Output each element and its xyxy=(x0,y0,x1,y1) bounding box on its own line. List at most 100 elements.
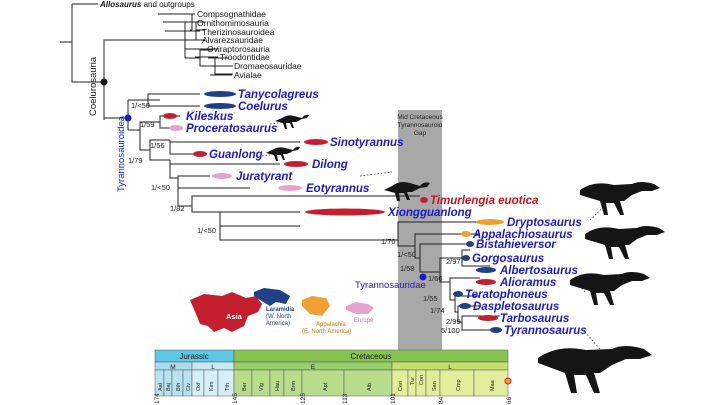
support-n8: 1/70 xyxy=(381,237,396,246)
gap-label-line2: Tyrannosauroid xyxy=(398,122,443,129)
svg-text:101: 101 xyxy=(390,393,397,404)
svg-text:145: 145 xyxy=(232,393,239,404)
appalachia-label-2: (E. North America) xyxy=(302,329,351,335)
timescale: Jurassic Cretaceous M L E L xyxy=(154,349,513,404)
range-bar-guanlong xyxy=(193,151,207,157)
svg-text:San: San xyxy=(432,381,438,391)
range-bar-teratophoneus xyxy=(453,291,463,297)
silhouette-small-3 xyxy=(384,182,430,201)
taxon-tyrannosaurus: Tyrannosaurus xyxy=(504,325,587,337)
svg-text:Ber: Ber xyxy=(242,382,248,391)
outgroup-label-8: Avialae xyxy=(234,70,262,80)
taxon-tarbosaurus: Tarbosaurus xyxy=(500,313,569,325)
support-n15: 2/99 xyxy=(446,317,461,326)
taxon-guanlong: Guanlong xyxy=(209,149,263,161)
svg-text:174: 174 xyxy=(154,393,161,404)
stages-row xyxy=(154,369,509,397)
range-bar-eotyrannus xyxy=(278,185,302,191)
svg-text:Alb: Alb xyxy=(367,383,373,391)
outgroup-label-2: Ornithomimosauria xyxy=(197,18,269,28)
silhouette-large-1 xyxy=(580,182,660,215)
taxon-tanycolagreus: Tanycolagreus xyxy=(238,89,319,101)
taxon-coelurus: Coelurus xyxy=(238,101,288,113)
support-n16: 5/100 xyxy=(441,326,460,335)
range-bar-dryptosaurus xyxy=(476,219,504,225)
support-n12: 1/66 xyxy=(428,274,443,283)
support-n4: 1/79 xyxy=(128,156,143,165)
taxon-dryptosaurus: Dryptosaurus xyxy=(507,217,582,229)
tyrannosauridae-node xyxy=(419,273,427,281)
epoch-l-label: L xyxy=(211,364,215,371)
range-bar-juratyrant xyxy=(212,173,232,179)
outgroup-label-3: Therizinosauroidea xyxy=(202,27,275,37)
taxon-bistahieversor: Bistahieversor xyxy=(476,239,556,251)
svg-text:Kim: Kim xyxy=(209,381,215,391)
svg-text:Clv: Clv xyxy=(186,383,192,391)
support-n13: 1/55 xyxy=(423,294,438,303)
period-cretaceous-label: Cretaceous xyxy=(351,352,392,361)
range-bar-gorgosaurus xyxy=(462,255,470,261)
laramidia-label-1: Laramidia xyxy=(266,307,295,313)
taxon-teratophoneus: Teratophoneus xyxy=(465,289,548,301)
svg-text:Cen: Cen xyxy=(398,381,404,391)
support-n10: 1/58 xyxy=(400,264,415,273)
support-n7: 1/<50 xyxy=(197,226,216,235)
tyrannosauroidea-node xyxy=(124,114,132,122)
range-bar-dilong xyxy=(284,161,308,167)
coelurosauria-label: Coelurosauria xyxy=(88,56,99,116)
svg-text:Apt: Apt xyxy=(323,382,329,391)
period-jurassic-label: Jurassic xyxy=(179,352,208,361)
silhouette-large-3 xyxy=(570,272,650,305)
stage-labels: Aal Baj Bth Clv Oxf Kim Tth Ber Vlg Hau … xyxy=(158,375,496,391)
silhouette-small-2 xyxy=(266,146,300,161)
taxon-gorgosaurus: Gorgosaurus xyxy=(472,253,544,265)
svg-text:84: 84 xyxy=(438,396,445,404)
silhouette-large-2 xyxy=(585,226,665,259)
outgroup-label-5: Oviraptorosauria xyxy=(207,44,270,54)
taxon-juratyrant: Juratyrant xyxy=(236,171,293,183)
svg-text:Cmp: Cmp xyxy=(456,379,462,391)
gap-label-line3: Gap xyxy=(414,130,427,137)
range-bar-xiongguanlong xyxy=(305,208,385,216)
appalachia-label-1: Appalachia xyxy=(316,322,346,328)
support-n3: 1/56 xyxy=(150,141,165,150)
taxon-albertosaurus: Albertosaurus xyxy=(499,265,578,277)
taxon-proceratosaurus: Proceratosaurus xyxy=(186,123,277,135)
mid-cretaceous-gap-band xyxy=(398,110,442,350)
support-n9: 1/<50 xyxy=(397,250,416,259)
support-n5: 1/<50 xyxy=(151,183,170,192)
silhouette-small-1 xyxy=(275,114,309,129)
range-bar-sinotyrannus xyxy=(304,139,328,145)
range-bar-timurlengia xyxy=(420,197,428,203)
support-n1: 1/<50 xyxy=(131,101,150,110)
outgroup-label-1: Compsognathidae xyxy=(197,9,266,19)
svg-text:Vlg: Vlg xyxy=(259,383,265,391)
laramidia-label-2: (W. North xyxy=(266,314,291,320)
range-bar-appalachiosaurus xyxy=(461,231,471,237)
support-n14: 1/74 xyxy=(430,306,445,315)
svg-text:Baj: Baj xyxy=(166,383,172,391)
outgroup-label-4: Alvarezsauridae xyxy=(202,35,263,45)
taxon-timurlengia: Timurlengia euotica xyxy=(430,195,539,207)
taxon-alioramus: Alioramus xyxy=(499,277,556,289)
kpg-marker xyxy=(504,377,512,385)
range-bar-tarbosaurus xyxy=(478,315,498,321)
range-bar-proceratosaurus xyxy=(169,125,183,131)
appalachia-map xyxy=(302,296,330,316)
taxon-appalachiosaurus: Appalachiosaurus xyxy=(472,229,573,241)
taxon-kileskus: Kileskus xyxy=(186,111,233,123)
svg-text:Maa: Maa xyxy=(490,379,496,391)
region-legend: Asia Laramidia (W. North America) Appala… xyxy=(190,288,374,335)
svg-text:Aal: Aal xyxy=(158,383,164,391)
asia-label: Asia xyxy=(226,312,243,321)
svg-text:Brm: Brm xyxy=(291,381,297,392)
outgroup-allosaurus: Allosaurus and outgroups xyxy=(99,0,195,9)
svg-text:Tur: Tur xyxy=(410,377,416,385)
svg-text:66: 66 xyxy=(506,396,513,404)
silhouette-tyrannosaurus xyxy=(538,346,652,393)
laramidia-label-3: America) xyxy=(266,321,290,327)
range-bar-daspletosaurus xyxy=(459,303,471,309)
svg-text:113: 113 xyxy=(342,393,349,404)
coelurosauria-node xyxy=(100,78,108,86)
